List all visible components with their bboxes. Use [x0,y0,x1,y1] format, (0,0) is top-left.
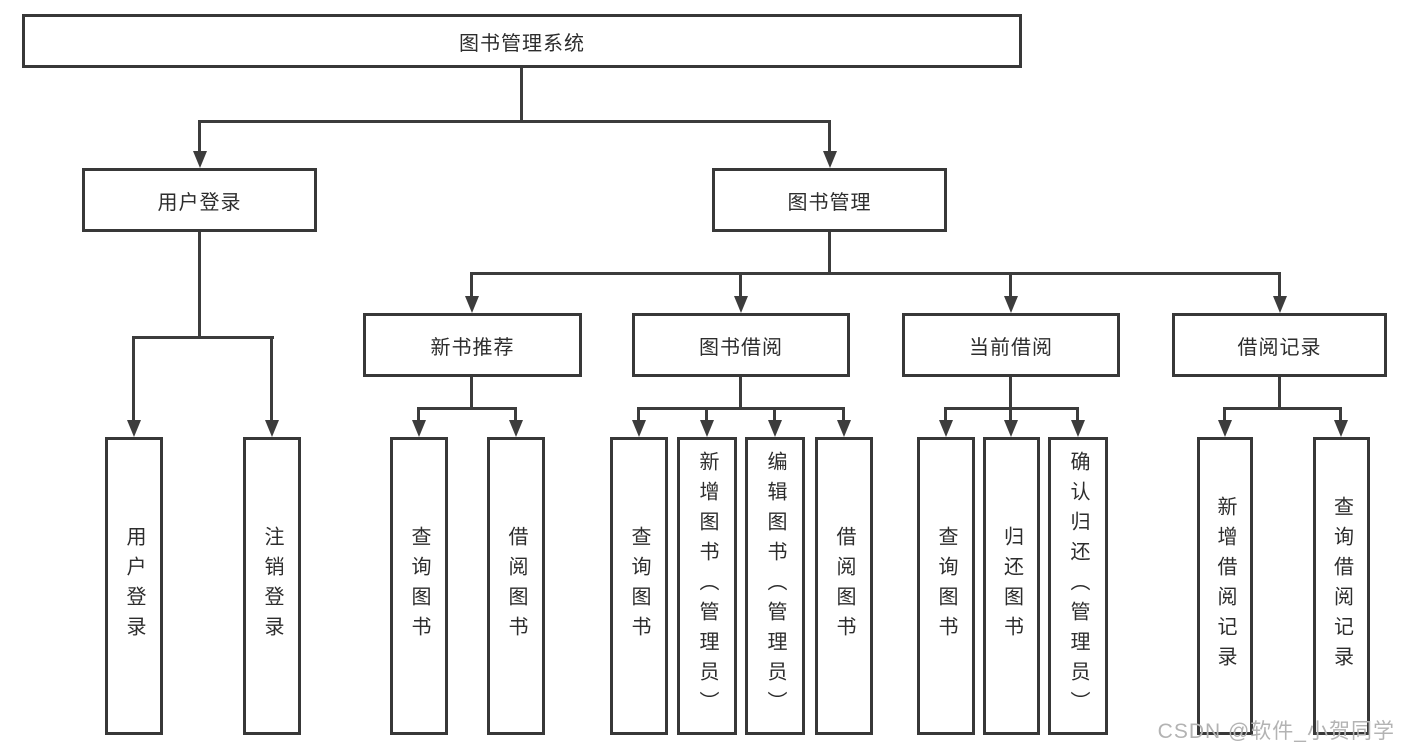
leaf-label: 确认归还（管理员） [1067,451,1089,721]
node-borrowing-records: 借阅记录 [1172,313,1387,377]
connector-line [1223,407,1226,422]
arrow-down-icon [700,420,714,437]
arrow-down-icon [939,420,953,437]
leaf-label: 编辑图书（管理员） [764,451,786,721]
node-label: 当前借阅 [969,336,1053,359]
arrow-down-icon [1218,420,1232,437]
arrow-down-icon [509,420,523,437]
arrow-down-icon [632,420,646,437]
connector-line [520,68,523,120]
connector-line [270,336,273,422]
connector-line [1076,407,1079,422]
arrow-down-icon [265,420,279,437]
connector-line [828,120,831,153]
leaf-label: 借阅图书 [505,526,527,646]
connector-line [1009,272,1012,298]
connector-line [739,377,742,409]
connector-line [132,336,135,422]
leaf-borrow-books-recommend: 借阅图书 [487,437,545,735]
leaf-return-books: 归还图书 [983,437,1040,735]
node-user-login: 用户登录 [82,168,317,232]
connector-line [1278,377,1281,409]
node-label: 借阅记录 [1237,336,1322,359]
connector-line [637,407,845,410]
csdn-watermark: CSDN @软件_小贺同学 [1157,720,1395,743]
leaf-label: 查询借阅记录 [1330,496,1353,676]
connector-line [1009,407,1012,422]
node-book-borrowing: 图书借阅 [632,313,850,377]
leaf-label: 归还图书 [1000,526,1023,646]
arrow-down-icon [1334,420,1348,437]
connector-line [739,272,742,298]
leaf-label: 查询图书 [935,526,957,646]
connector-line [470,272,473,298]
leaf-label: 借阅图书 [833,526,855,646]
node-current-borrowing: 当前借阅 [902,313,1120,377]
arrow-down-icon [1004,296,1018,313]
leaf-label: 用户登录 [123,526,145,646]
connector-line [417,407,420,422]
node-label: 图书管理 [787,191,872,214]
node-book-management: 图书管理 [712,168,947,232]
connector-line [1339,407,1342,422]
leaf-label: 查询图书 [628,526,650,646]
arrow-down-icon [1273,296,1287,313]
leaf-add-borrowing-record: 新增借阅记录 [1197,437,1253,735]
leaf-add-books-admin: 新增图书（管理员） [677,437,737,735]
node-label: 新书推荐 [430,336,515,359]
leaf-edit-books-admin: 编辑图书（管理员） [745,437,805,735]
connector-line [842,407,845,422]
leaf-label: 查询图书 [408,526,430,646]
leaf-query-books-borrowing: 查询图书 [610,437,668,735]
node-new-book-recommendation: 新书推荐 [363,313,582,377]
leaf-logout: 注销登录 [243,437,301,735]
leaf-borrow-books: 借阅图书 [815,437,873,735]
connector-line [514,407,517,422]
arrow-down-icon [837,420,851,437]
connector-line [1223,407,1342,410]
leaf-label: 新增图书（管理员） [696,451,718,721]
arrow-down-icon [1004,420,1018,437]
node-label: 图书管理系统 [459,32,585,55]
leaf-label: 新增借阅记录 [1214,496,1236,676]
node-library-management-system: 图书管理系统 [22,14,1022,68]
connector-line [705,407,708,422]
leaf-query-books-recommend: 查询图书 [390,437,448,735]
connector-line [470,377,473,409]
connector-line [132,336,274,339]
leaf-query-books-current: 查询图书 [917,437,975,735]
arrow-down-icon [734,296,748,313]
arrow-down-icon [823,151,837,168]
connector-line [198,120,831,123]
connector-line [637,407,640,422]
leaf-confirm-return-admin: 确认归还（管理员） [1048,437,1108,735]
node-label: 用户登录 [157,191,242,214]
connector-line [470,272,1281,275]
arrow-down-icon [768,420,782,437]
leaf-user-login: 用户登录 [105,437,163,735]
arrow-down-icon [193,151,207,168]
leaf-query-borrowing-record: 查询借阅记录 [1313,437,1370,735]
arrow-down-icon [412,420,426,437]
connector-line [198,232,201,339]
connector-line [417,407,517,410]
connector-line [198,120,201,153]
connector-line [773,407,776,422]
arrow-down-icon [1071,420,1085,437]
leaf-label: 注销登录 [261,526,283,646]
connector-line [944,407,947,422]
connector-line [1278,272,1281,298]
node-label: 图书借阅 [699,336,783,359]
connector-line [1009,377,1012,409]
arrow-down-icon [465,296,479,313]
arrow-down-icon [127,420,141,437]
connector-line [828,232,831,275]
